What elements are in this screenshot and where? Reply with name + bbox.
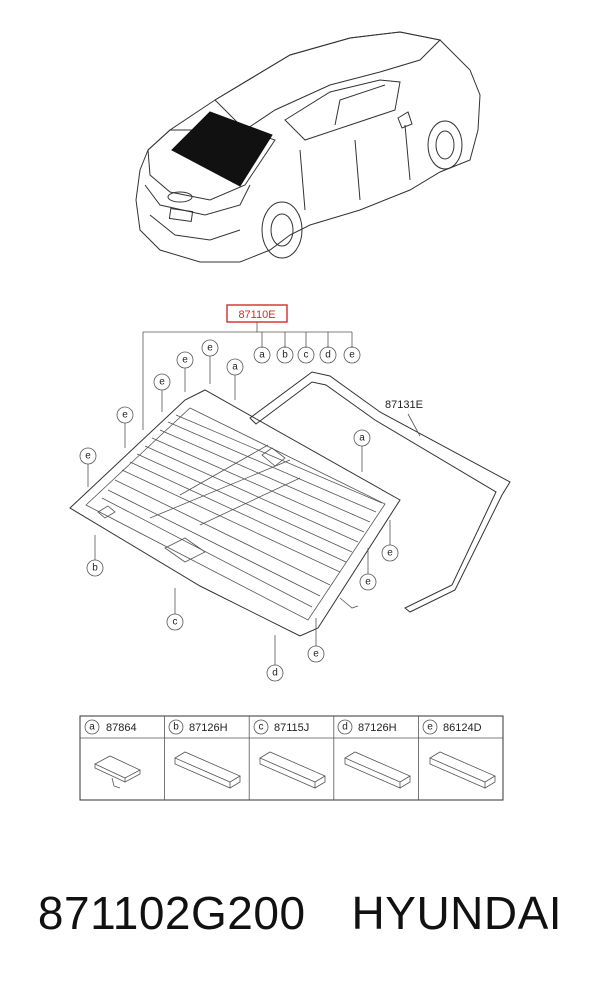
svg-text:e: e: [182, 355, 188, 366]
svg-text:a: a: [232, 362, 238, 373]
svg-text:a: a: [89, 722, 95, 733]
part-87126H-d: 87126H: [358, 722, 397, 734]
svg-text:e: e: [313, 649, 319, 660]
footer: 871102G200 HYUNDAI: [0, 878, 600, 948]
svg-text:e: e: [122, 410, 128, 421]
moulding-part-label: 87131E: [385, 399, 423, 411]
svg-text:c: c: [259, 722, 264, 733]
part-87864: 87864: [106, 722, 137, 734]
svg-text:a: a: [359, 433, 365, 444]
part-86124D: 86124D: [443, 722, 482, 734]
svg-text:d: d: [325, 350, 331, 361]
svg-text:b: b: [282, 350, 288, 361]
part-sketches: [94, 751, 496, 789]
rear-window-highlight: [171, 111, 273, 187]
parts-diagram: 87110E a b c d e: [69, 31, 511, 801]
svg-text:a: a: [259, 350, 265, 361]
parts-table: a 87864 b 87126H c 87115J d 87126H e 861…: [79, 715, 504, 801]
main-part-label: 87110E: [238, 309, 275, 321]
svg-text:d: d: [272, 668, 278, 679]
table-row-header: a 87864 b 87126H c 87115J d 87126H e 861…: [84, 719, 482, 735]
svg-text:e: e: [365, 577, 371, 588]
svg-text:d: d: [342, 722, 348, 733]
svg-text:e: e: [427, 722, 433, 733]
brand-name: HYUNDAI: [351, 887, 563, 939]
glass-callout-letters: e e a e e e a b c d e e e: [85, 343, 393, 679]
svg-text:b: b: [173, 722, 179, 733]
svg-text:e: e: [349, 350, 355, 361]
part-87126H-b: 87126H: [189, 722, 228, 734]
svg-text:c: c: [304, 350, 309, 361]
svg-text:e: e: [387, 548, 393, 559]
moulding-strip: [249, 371, 511, 613]
svg-text:c: c: [173, 617, 178, 628]
svg-text:e: e: [207, 343, 213, 354]
main-part-bracket: [142, 322, 353, 430]
svg-text:e: e: [159, 377, 165, 388]
part-87115J: 87115J: [274, 722, 309, 734]
svg-text:b: b: [92, 563, 98, 574]
svg-text:e: e: [85, 451, 91, 462]
glass-callouts: [79, 339, 399, 682]
part-number: 871102G200: [37, 887, 306, 939]
rear-glass: [69, 389, 401, 637]
bracket-callouts: a b c d e: [253, 346, 361, 364]
